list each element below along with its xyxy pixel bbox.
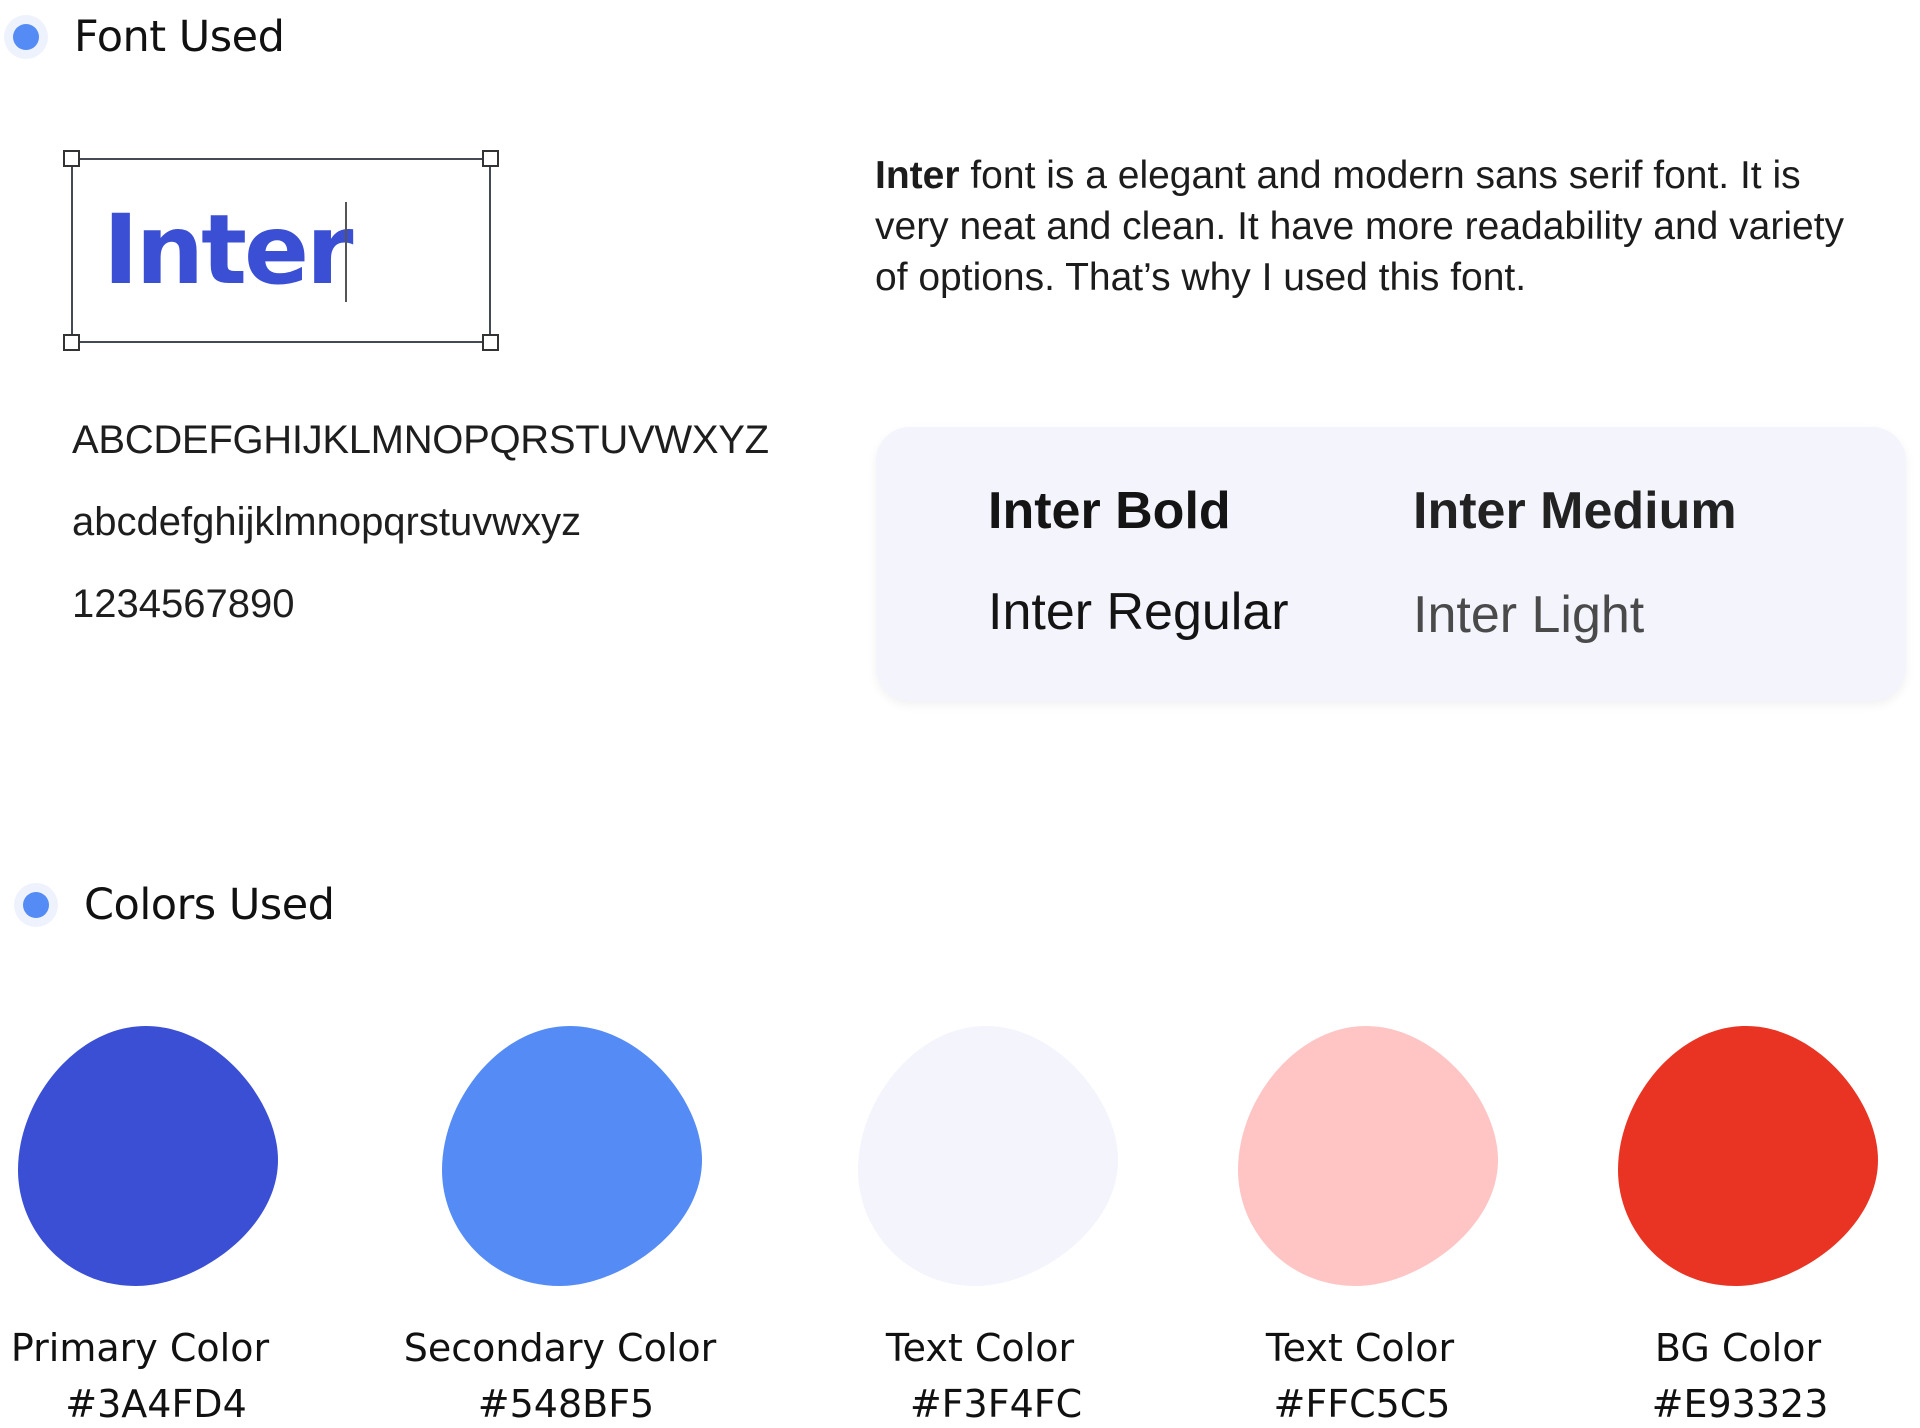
colors-section-header: Colors Used (14, 880, 335, 930)
color-swatch-hex: #548BF5 (477, 1382, 655, 1426)
weight-medium: Inter Medium (1413, 482, 1737, 540)
color-swatch-blob (440, 1020, 704, 1290)
resize-handle-icon[interactable] (482, 150, 499, 167)
weight-bold: Inter Bold (988, 482, 1231, 540)
color-swatch-name: BG Color (1654, 1326, 1822, 1370)
digit-glyphs: 1234567890 (72, 582, 295, 626)
colors-section-title: Colors Used (84, 880, 335, 930)
color-swatch-hex: #E93323 (1651, 1382, 1829, 1426)
resize-handle-icon[interactable] (63, 150, 80, 167)
uppercase-glyphs: ABCDEFGHIJKLMNOPQRSTUVWXYZ (72, 418, 769, 462)
color-swatch-name: Secondary Color (403, 1326, 717, 1370)
font-sample-selection-box[interactable]: Inter (63, 150, 499, 351)
font-sample-word: Inter (103, 194, 353, 306)
color-swatch-blob (16, 1020, 280, 1290)
font-section-title: Font Used (74, 12, 285, 62)
bullet-icon (14, 883, 58, 927)
color-swatch-name: Text Color (885, 1326, 1075, 1370)
resize-handle-icon[interactable] (63, 334, 80, 351)
font-description: Inter font is a elegant and modern sans … (875, 150, 1875, 303)
color-swatch-name: Primary Color (10, 1326, 270, 1370)
color-swatch-hex: #F3F4FC (909, 1382, 1083, 1426)
font-section-header: Font Used (4, 12, 285, 62)
color-swatch-hex: #3A4FD4 (65, 1382, 247, 1426)
color-swatch-hex: #FFC5C5 (1273, 1382, 1451, 1426)
weight-regular: Inter Regular (988, 583, 1289, 641)
font-description-text: font is a elegant and modern sans serif … (875, 154, 1845, 299)
color-swatch-blob (1616, 1020, 1880, 1290)
font-description-name: Inter (875, 154, 960, 197)
weight-light: Inter Light (1413, 586, 1645, 644)
lowercase-glyphs: abcdefghijklmnopqrstuvwxyz (72, 500, 582, 544)
color-swatch-name: Text Color (1265, 1326, 1455, 1370)
resize-handle-icon[interactable] (482, 334, 499, 351)
bullet-icon (4, 15, 48, 59)
text-cursor (345, 202, 347, 302)
font-weights-card: Inter Bold Inter Medium Inter Regular In… (876, 427, 1906, 701)
color-swatch-blob (1236, 1020, 1500, 1290)
color-swatch-blob (856, 1020, 1120, 1290)
